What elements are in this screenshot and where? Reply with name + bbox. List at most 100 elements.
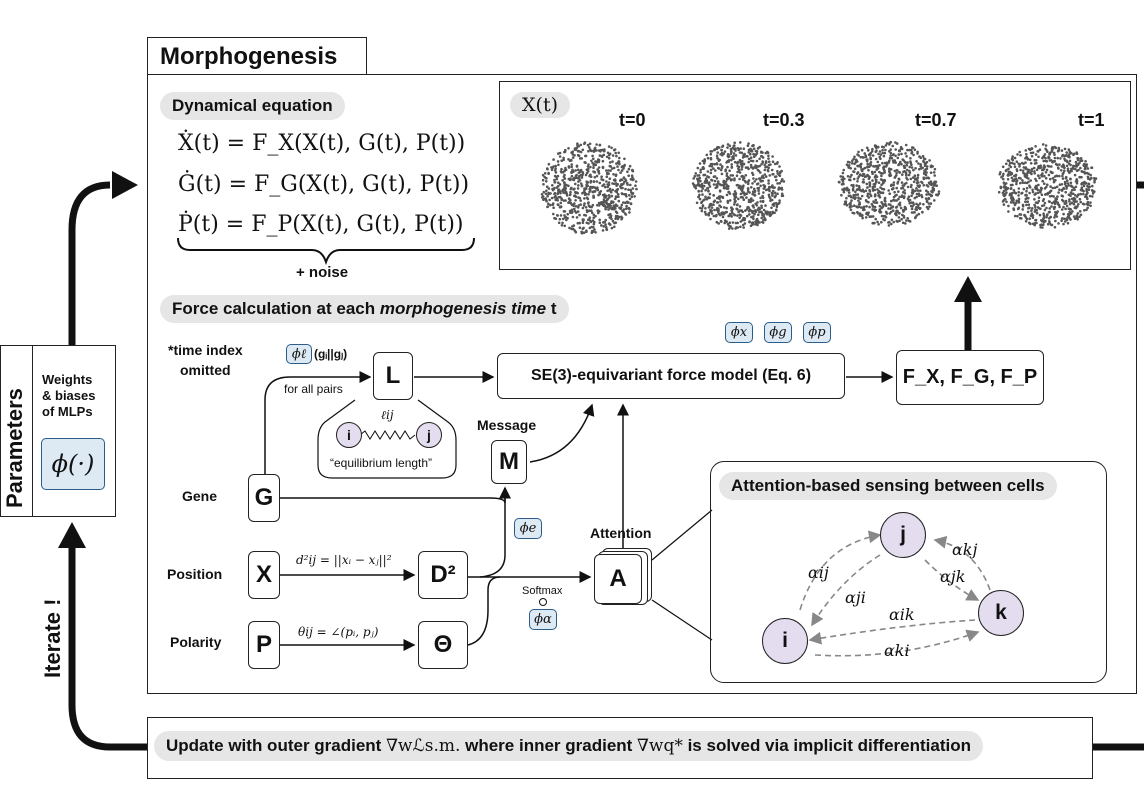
cell-point: [913, 148, 917, 152]
cell-point: [1045, 214, 1049, 217]
cell-node-i: i: [762, 618, 808, 664]
cell-point: [897, 216, 901, 219]
cell-point: [910, 194, 913, 198]
cell-point: [1028, 158, 1032, 162]
cell-point: [749, 152, 752, 156]
cell-point: [865, 200, 868, 203]
cell-point: [1028, 206, 1031, 210]
cell-point: [605, 194, 608, 198]
cell-point: [597, 201, 601, 205]
cell-point: [866, 194, 869, 198]
message-label: Message: [477, 417, 537, 433]
cell-point: [590, 159, 593, 163]
cell-point: [733, 198, 736, 201]
cell-point: [693, 174, 697, 178]
softmax-label: Softmax: [522, 585, 563, 597]
cell-point: [927, 202, 931, 205]
cell-point: [1018, 150, 1021, 154]
cell-point: [893, 199, 897, 202]
cell-point: [1064, 154, 1068, 157]
cell-point: [1063, 159, 1067, 162]
cell-point: [593, 146, 597, 150]
cell-point: [700, 201, 703, 205]
cell-point: [570, 163, 573, 166]
cell-point: [880, 183, 883, 186]
cell-point: [572, 170, 575, 173]
cell-point: [1050, 147, 1054, 150]
cell-point: [1053, 175, 1057, 178]
cell-point: [569, 187, 573, 191]
cell-point: [1087, 188, 1091, 191]
cell-point: [773, 175, 777, 179]
cell-point: [546, 167, 549, 170]
cell-point: [1007, 174, 1010, 177]
cell-point: [901, 221, 905, 225]
cell-point: [627, 188, 630, 191]
cell-point: [622, 208, 626, 211]
cell-point: [756, 221, 759, 225]
cell-point: [554, 171, 558, 174]
cell-point: [1043, 187, 1047, 190]
cell-point: [563, 184, 566, 188]
cell-point: [764, 166, 767, 169]
dynamical-equation-label: Dynamical equation: [160, 92, 345, 120]
cell-point: [606, 202, 609, 206]
cell-point: [852, 177, 856, 181]
cell-point: [695, 201, 699, 205]
cell-point: [1004, 187, 1007, 190]
cell-point: [1086, 167, 1090, 170]
cell-point: [607, 169, 610, 172]
cell-point: [579, 182, 583, 185]
node-m: M: [491, 440, 527, 484]
cell-point: [848, 178, 851, 181]
cell-point: [912, 153, 915, 157]
cell-point: [1087, 172, 1090, 176]
cell-point: [925, 171, 928, 174]
cell-point: [702, 199, 705, 202]
cell-point: [1007, 204, 1010, 208]
cell-point: [1031, 151, 1035, 154]
cell-point: [1008, 164, 1011, 167]
cell-point: [746, 190, 750, 193]
cell-point: [710, 165, 714, 168]
cell-point: [1043, 174, 1046, 178]
cell-point: [592, 196, 595, 199]
cell-point: [716, 151, 719, 154]
cell-point: [1033, 198, 1036, 201]
cell-point: [776, 192, 779, 196]
cell-point: [1084, 160, 1087, 163]
cell-point: [741, 210, 744, 214]
cell-point: [610, 201, 613, 204]
cell-point: [599, 148, 602, 152]
cell-point: [1072, 164, 1075, 168]
cell-point: [713, 199, 717, 202]
cell-point: [754, 153, 757, 156]
cell-point: [1025, 189, 1028, 193]
time-label-3: t=1: [1078, 110, 1105, 130]
cell-point: [746, 155, 749, 158]
cell-point: [579, 173, 583, 177]
cell-point: [852, 212, 856, 215]
cell-point: [730, 150, 733, 153]
cell-point: [606, 185, 610, 189]
cell-point: [697, 195, 700, 199]
cell-point: [714, 169, 717, 172]
cell-point: [723, 221, 726, 225]
cell-point: [728, 169, 731, 172]
equation-g: Ġ(t) = F_G(X(t), G(t), P(t)): [178, 172, 470, 197]
cell-point: [624, 207, 628, 210]
cell-point: [560, 159, 563, 162]
cell-point: [1036, 149, 1039, 153]
cell-point: [615, 204, 619, 208]
cell-point: [896, 156, 900, 160]
cell-point: [1084, 181, 1088, 185]
cell-point: [1016, 214, 1019, 218]
cell-point: [1007, 210, 1010, 213]
cell-point: [740, 175, 744, 178]
cell-point: [726, 165, 729, 169]
cell-point: [905, 163, 909, 167]
cell-point: [744, 209, 747, 212]
cell-point: [761, 221, 765, 224]
cell-point: [901, 184, 905, 187]
cell-point: [576, 206, 580, 209]
